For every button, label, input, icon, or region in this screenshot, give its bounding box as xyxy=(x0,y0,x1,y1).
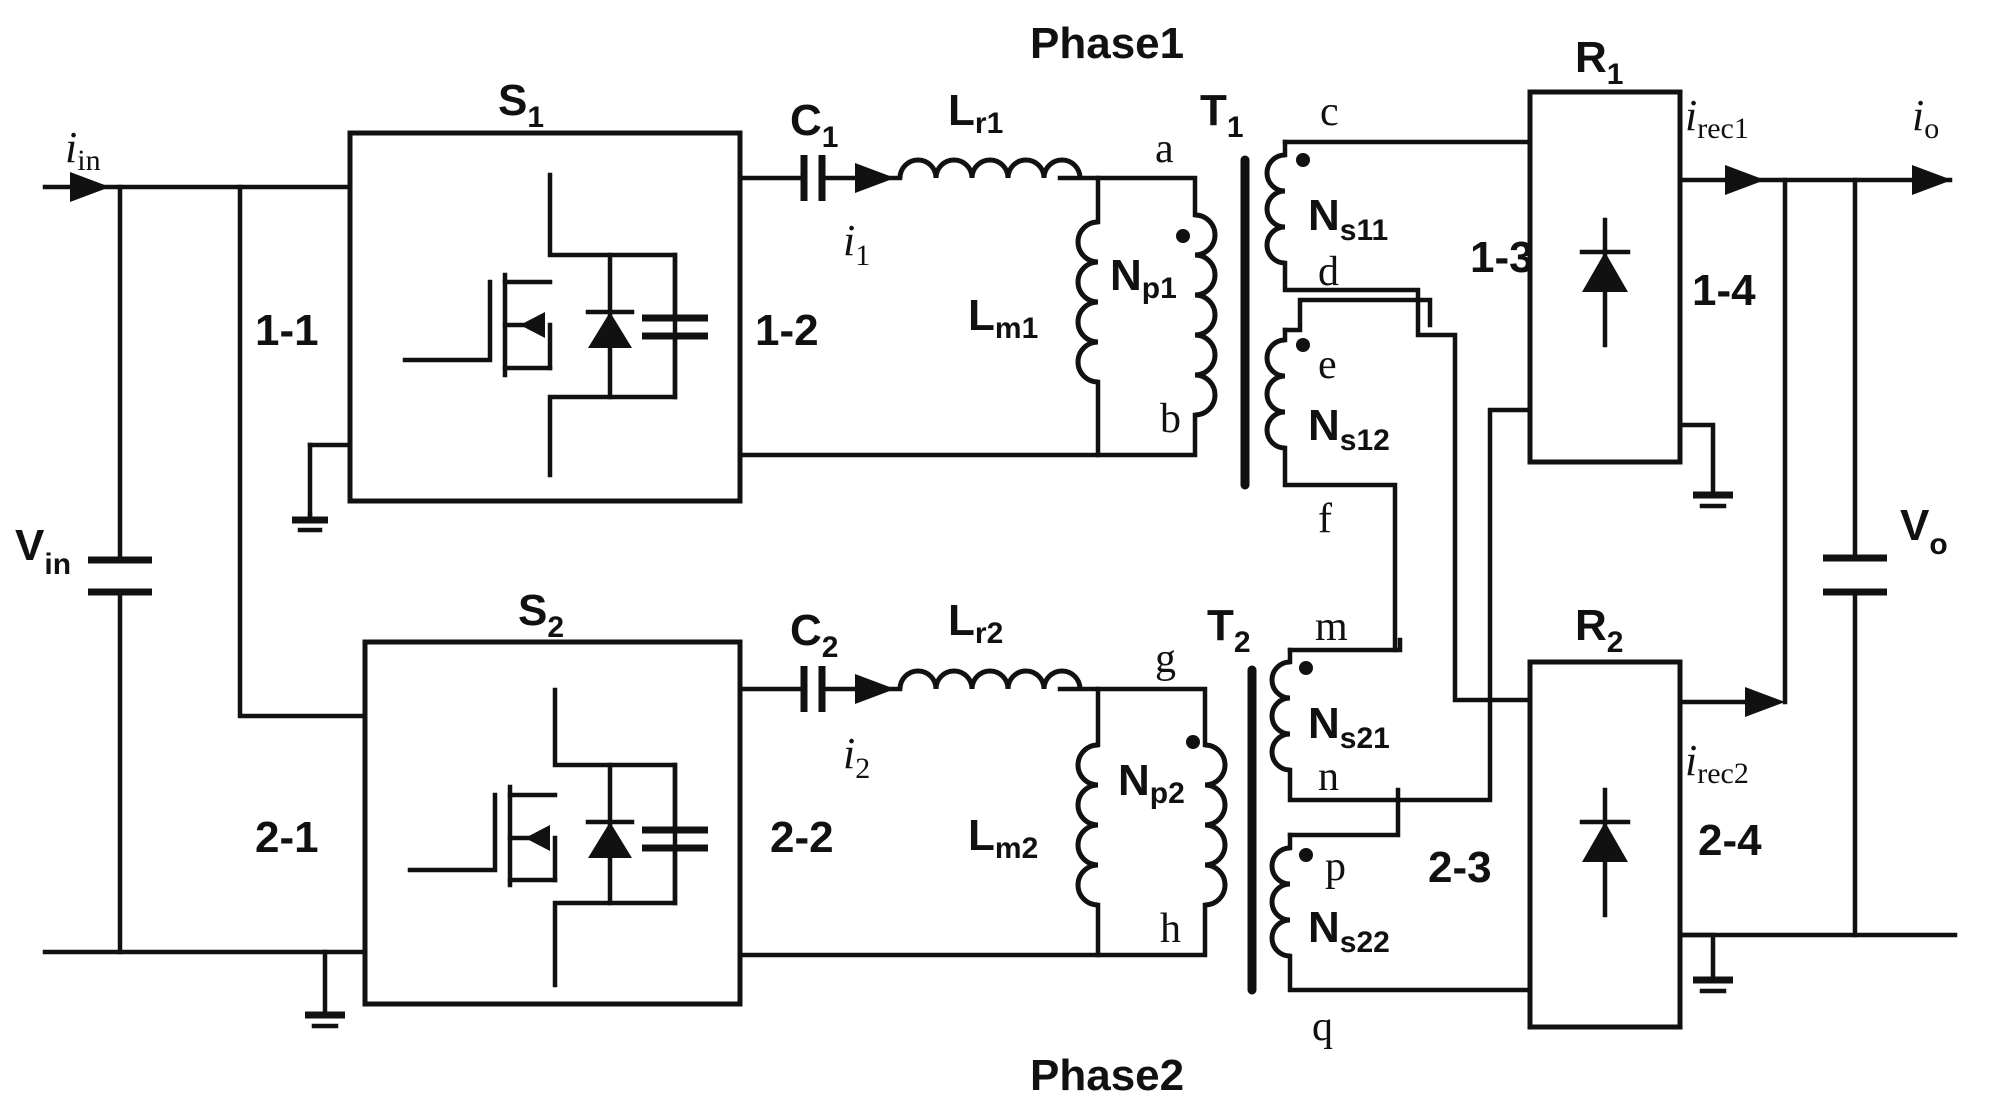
node-c: c xyxy=(1320,89,1339,135)
output-capacitor xyxy=(1823,554,1887,596)
t2-label: T2 xyxy=(1207,601,1251,659)
node-d: d xyxy=(1318,249,1339,295)
i2-label: i2 xyxy=(843,729,870,785)
node-n: n xyxy=(1318,754,1339,800)
np2-label: Np2 xyxy=(1118,756,1185,810)
np1-label: Np1 xyxy=(1110,251,1177,305)
node-e: e xyxy=(1318,342,1337,388)
input-capacitor xyxy=(88,556,152,596)
output-rails xyxy=(1677,177,1958,978)
port-1-4: 1-4 xyxy=(1692,266,1756,315)
ns12-label: Ns12 xyxy=(1308,401,1390,457)
phase1-title: Phase1 xyxy=(1030,19,1184,68)
ground-s1 xyxy=(292,442,353,533)
node-m: m xyxy=(1315,604,1348,650)
lr1-label: Lr1 xyxy=(948,86,1003,140)
ground-r2 xyxy=(1693,976,1733,994)
lr2-label: Lr2 xyxy=(948,596,1003,650)
ground-input xyxy=(305,1011,345,1029)
s1-label: S1 xyxy=(498,76,544,134)
port-1-2: 1-2 xyxy=(755,306,819,355)
lm1-label: Lm1 xyxy=(968,291,1038,345)
phase2-title: Phase2 xyxy=(1030,1051,1184,1100)
ns22-label: Ns22 xyxy=(1308,903,1390,959)
output-current-arrow xyxy=(1912,165,1952,195)
input-rails xyxy=(42,184,368,1018)
phase2-primary xyxy=(737,666,1228,958)
rec1-current-arrow xyxy=(1725,165,1765,195)
output-current-label: io xyxy=(1912,91,1939,145)
r1-label: R1 xyxy=(1575,33,1623,91)
switch-s1 xyxy=(347,130,743,504)
output-voltage-label: Vo xyxy=(1900,501,1948,561)
phase2-secondary xyxy=(1269,407,1533,993)
lm2-label: Lm2 xyxy=(968,811,1038,865)
ns21-label: Ns21 xyxy=(1308,699,1390,755)
rec2-current-arrow xyxy=(1745,687,1785,717)
irec2-label: irec2 xyxy=(1685,736,1749,790)
node-h: h xyxy=(1160,906,1181,952)
port-1-1: 1-1 xyxy=(255,306,319,355)
switch-s2 xyxy=(362,639,743,1007)
c2-label: C2 xyxy=(790,606,838,664)
input-current-label: iin xyxy=(65,123,101,177)
ground-r1 xyxy=(1693,491,1733,509)
port-2-1: 2-1 xyxy=(255,813,319,862)
phase1-secondary xyxy=(1264,139,1533,703)
input-voltage-label: Vin xyxy=(15,521,71,581)
port-2-3: 2-3 xyxy=(1428,843,1492,892)
rectifier-r1 xyxy=(1527,89,1683,465)
rectifier-r2 xyxy=(1527,659,1683,1030)
input-current-arrow xyxy=(70,172,110,202)
node-b: b xyxy=(1160,396,1181,442)
node-q: q xyxy=(1312,1004,1333,1050)
r2-label: R2 xyxy=(1575,601,1623,659)
node-p: p xyxy=(1325,844,1346,890)
node-a: a xyxy=(1155,126,1174,172)
node-g: g xyxy=(1155,636,1176,682)
c1-label: C1 xyxy=(790,96,838,154)
node-f: f xyxy=(1318,496,1332,542)
ns11-label: Ns11 xyxy=(1308,191,1388,247)
port-2-4: 2-4 xyxy=(1698,816,1762,865)
port-2-2: 2-2 xyxy=(770,813,834,862)
port-1-3: 1-3 xyxy=(1470,233,1534,282)
t1-label: T1 xyxy=(1200,86,1244,144)
phase1-primary xyxy=(737,155,1218,458)
i1-label: i1 xyxy=(843,216,870,272)
irec1-label: irec1 xyxy=(1685,91,1749,145)
s2-label: S2 xyxy=(518,586,564,644)
